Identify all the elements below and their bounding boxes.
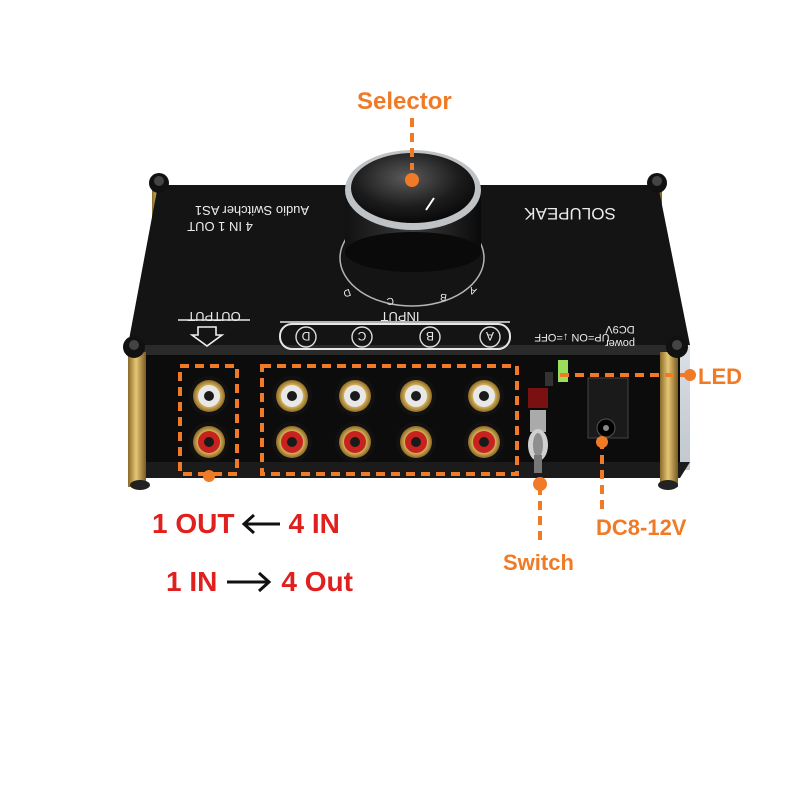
output-label: OUTPUT: [187, 309, 241, 324]
mode1-left: 1 OUT: [152, 508, 235, 539]
rca-jack[interactable]: [396, 376, 436, 416]
dial-letter: A: [468, 284, 478, 297]
dial-letter: B: [439, 290, 448, 302]
subtitle-label: 4 IN 1 OUT: [187, 219, 253, 234]
input-letter-ring: [351, 326, 373, 348]
dial-letter: D: [342, 286, 353, 299]
mode-line-2: 1 IN 4 Out: [166, 566, 353, 598]
mode-line-1: 1 OUT 4 IN: [152, 508, 340, 540]
switch-callout: Switch: [503, 550, 574, 575]
power-switch[interactable]: [528, 388, 548, 473]
rca-jacks: [189, 376, 504, 462]
dc-jack: [587, 377, 629, 439]
rca-jack[interactable]: [464, 376, 504, 416]
input-letter-ring: [295, 326, 317, 348]
input-letter: B: [426, 329, 434, 343]
power-mode-label: UP=ON ↓=OFF: [534, 331, 609, 343]
power-label: power: [605, 337, 635, 349]
annotations: [178, 118, 690, 545]
voltage-label: DC9V: [605, 323, 635, 335]
model-label: Audio Switcher AS1: [195, 203, 309, 218]
mode2-left: 1 IN: [166, 566, 218, 597]
brand-label: SOLUPEAK: [524, 204, 616, 223]
screw-icon: [123, 173, 688, 490]
dc-callout: DC8-12V: [596, 515, 687, 540]
input-letter-ring: [479, 326, 501, 348]
down-arrow-icon: [189, 326, 225, 347]
arrow-left-icon: [242, 513, 281, 535]
rca-jack[interactable]: [335, 422, 375, 462]
arrow-right-icon: [227, 571, 272, 593]
dial-letter: C: [386, 295, 394, 307]
rca-jack[interactable]: [189, 376, 229, 416]
rca-jack[interactable]: [189, 422, 229, 462]
input-label: INPUT: [380, 309, 419, 324]
rca-jack[interactable]: [464, 422, 504, 462]
rca-jack[interactable]: [272, 376, 312, 416]
rca-jack[interactable]: [396, 422, 436, 462]
selector-knob[interactable]: [339, 150, 485, 307]
rca-jack[interactable]: [272, 422, 312, 462]
annotation-dots: [203, 173, 696, 491]
led-indicator: [545, 360, 568, 386]
rca-jack[interactable]: [335, 376, 375, 416]
mode2-right: 4 Out: [281, 566, 353, 597]
input-letter: D: [301, 329, 310, 343]
mode1-right: 4 IN: [288, 508, 340, 539]
input-letter-ring: [419, 326, 441, 348]
led-callout: LED: [698, 364, 742, 389]
selector-callout: Selector: [357, 88, 452, 115]
input-letter: C: [357, 329, 366, 343]
input-letter: A: [486, 329, 494, 343]
